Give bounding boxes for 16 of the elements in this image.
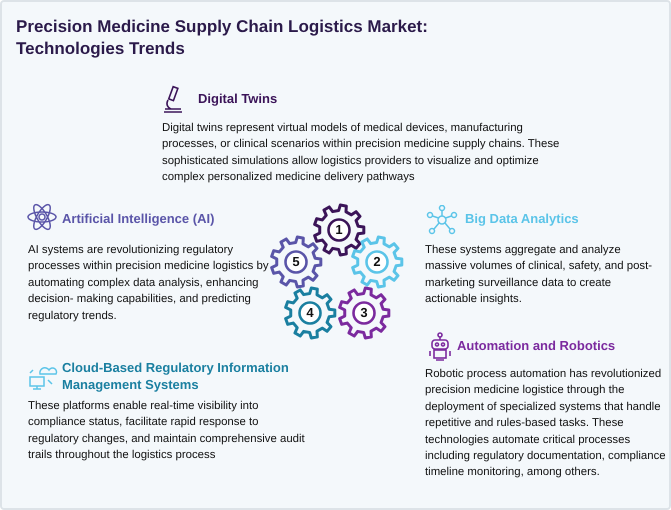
- section-heading: Cloud-Based Regulatory Information Management Systems: [62, 359, 290, 393]
- section-heading: Automation and Robotics: [457, 337, 616, 354]
- section-heading: Big Data Analytics: [465, 210, 580, 227]
- gear-number: 3: [359, 306, 369, 320]
- description-text: AI systems are revolutionizing regulatory processes within precision medicine logistics by automating complex data analysis, enhancing decision- making capabilities, and predicting regulatory trends.: [28, 243, 270, 324]
- gear-number: 4: [305, 306, 315, 320]
- section-heading: Artificial Intelligence (AI): [62, 210, 216, 227]
- gear-number: 2: [372, 255, 382, 269]
- description-text: Digital twins represent virtual models of medical devices, manufacturing processes, or clinical scenarios within precision medicine supply chains. These sophisticated simulations allow logistics providers to visualize and optimize complex personalized medicine delivery pathways: [162, 121, 560, 186]
- page-title: Precision Medicine Supply Chain Logistics Market: Technologies Trends: [16, 16, 429, 60]
- description-text: These platforms enable real-time visibility into compliance status, facilitate rapid response to regulatory changes, and maintain comprehensive audit trails throughout the logistics process: [28, 399, 306, 464]
- section-heading: Digital Twins: [198, 90, 278, 107]
- gear-number: 1: [334, 223, 344, 237]
- description-text: Robotic process automation has revolutionized precision medicine logistice through the deployment of specialized systems that handle repetitive and rules-based tasks. These technologies automate critical processes including regulatory documentation, compliance timeline monitoring, among others.: [425, 367, 667, 480]
- gear-number: 5: [291, 255, 301, 269]
- description-text: These systems aggregate and analyze massive volumes of clinical, safety, and post-marketing surveillance data to create actionable insights.: [425, 243, 654, 308]
